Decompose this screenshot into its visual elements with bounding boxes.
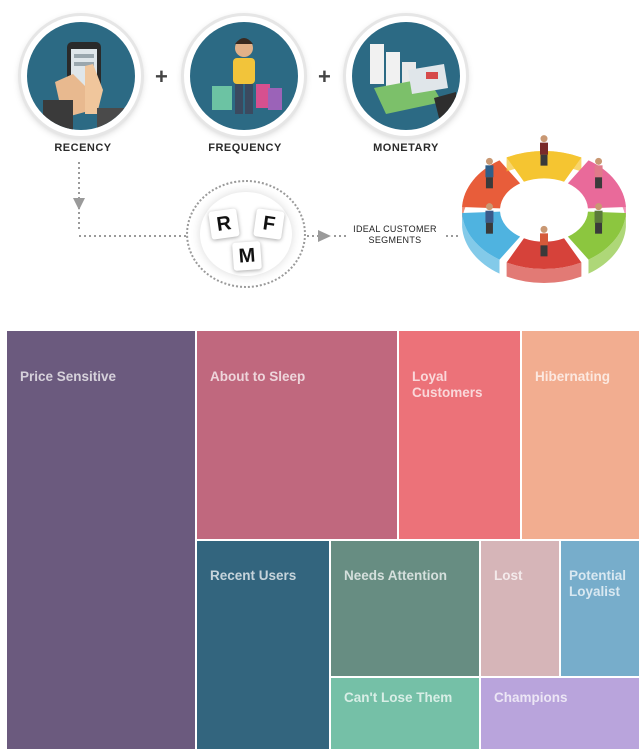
- cash-payment-icon: [352, 22, 460, 130]
- frequency-label: FREQUENCY: [208, 142, 282, 154]
- tile-champions: Champions: [480, 677, 640, 750]
- recency-label: RECENCY: [54, 142, 112, 154]
- rfm-badge: R F M: [186, 180, 306, 288]
- monetary-label: MONETARY: [373, 142, 439, 154]
- tile-label: About to Sleep: [210, 369, 306, 384]
- tile-needs-attention: Needs Attention: [330, 540, 480, 677]
- tile-label: Recent Users: [210, 568, 297, 583]
- person-figure-icon: [540, 225, 548, 257]
- ring-segment: [462, 211, 521, 260]
- ring-segment: [567, 211, 626, 260]
- monetary-circle: [346, 16, 466, 136]
- customer-segment-ring: [462, 135, 626, 284]
- rfm-letter-m: M: [232, 241, 262, 271]
- tile-loyal-customers: Loyal Customers: [398, 330, 521, 540]
- rfm-letter-f: F: [253, 208, 285, 240]
- person-figure-icon: [594, 157, 603, 189]
- tile-about-to-sleep: About to Sleep: [196, 330, 398, 540]
- tile-label: Hibernating: [535, 369, 611, 384]
- tile-hibernating: Hibernating: [521, 330, 640, 540]
- tile-potential-loyalist: Potential Loyalist: [560, 540, 640, 677]
- tile-label: Loyal Customers: [412, 369, 483, 400]
- person-figure-icon: [485, 157, 494, 189]
- rfm-badge-inner: R F M: [200, 192, 292, 276]
- tile-label: Champions: [494, 690, 568, 705]
- ring-segment-side: [588, 212, 626, 274]
- shopper-with-bags-icon: [190, 22, 298, 130]
- tile-price-sensitive: Price Sensitive: [6, 330, 196, 750]
- tile-cant-lose-them: Can't Lose Them: [330, 677, 480, 750]
- plus-sign-1: +: [155, 64, 168, 89]
- ring-segment-side: [462, 212, 500, 274]
- frequency-circle: [184, 16, 304, 136]
- ring-segment-side: [506, 262, 582, 284]
- ideal-segments-label: IDEAL CUSTOMER SEGMENTS: [353, 224, 437, 245]
- person-figure-icon: [485, 203, 494, 234]
- segment-treemap: Price Sensitive About to Sleep Loyal Cus…: [6, 330, 640, 750]
- recency-circle: [21, 16, 141, 136]
- ring-segment: [506, 150, 582, 182]
- tile-lost: Lost: [480, 540, 560, 677]
- tile-label: Potential Loyalist: [569, 568, 627, 599]
- tile-label: Can't Lose Them: [344, 690, 453, 705]
- person-figure-icon: [594, 203, 603, 234]
- tile-label: Lost: [494, 568, 523, 583]
- tile-label: Needs Attention: [344, 568, 448, 583]
- tile-recent-users: Recent Users: [196, 540, 330, 750]
- rfm-letter-r: R: [208, 208, 240, 240]
- flow-connectors: [73, 162, 458, 242]
- rfm-infographic: RECENCY + FREQUENCY +: [0, 0, 644, 325]
- tile-label: Price Sensitive: [20, 369, 117, 384]
- plus-sign-2: +: [318, 64, 331, 89]
- person-figure-icon: [540, 135, 548, 166]
